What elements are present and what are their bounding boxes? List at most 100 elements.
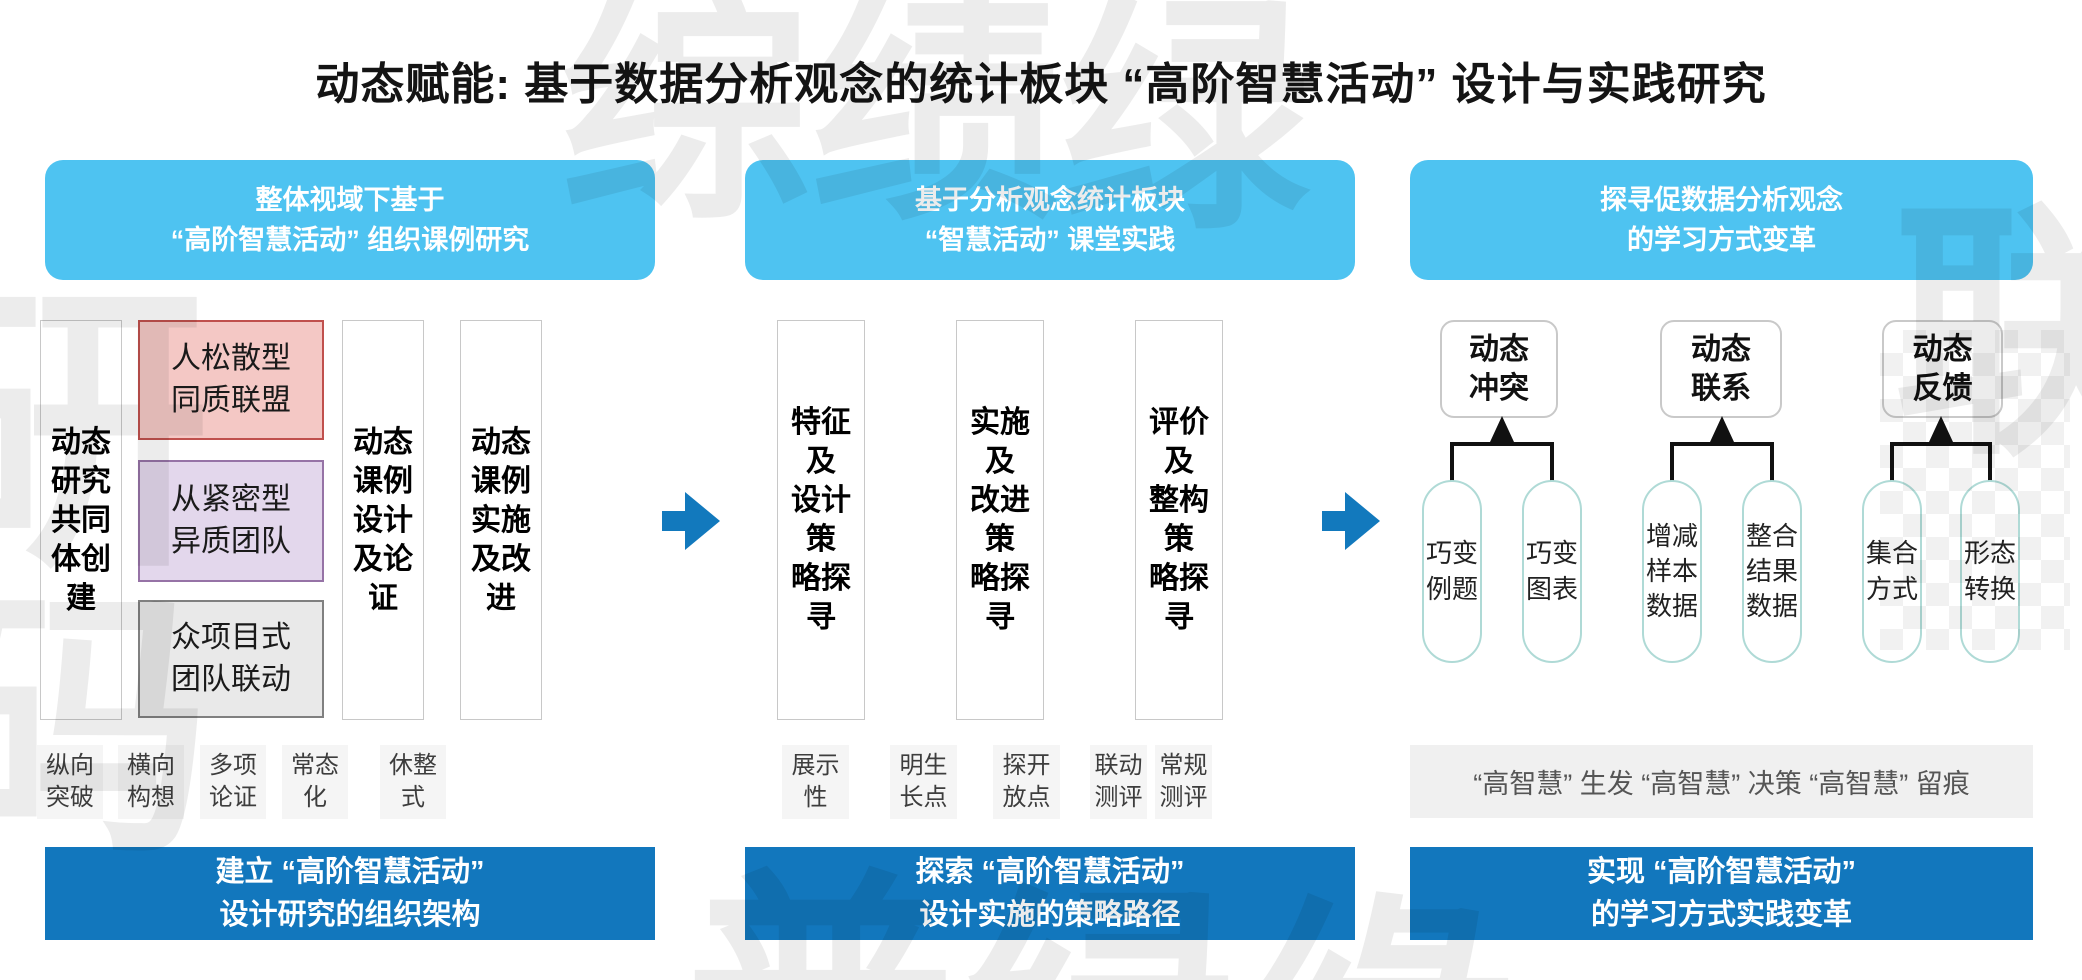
line: 构想 xyxy=(127,784,175,811)
s3-pill-adjust-sample-data: 增减 样本 数据 xyxy=(1642,480,1702,663)
section3-footer-bar: 实现 “高阶智慧活动” 的学习方式实践变革 xyxy=(1410,847,2033,940)
line: 联系 xyxy=(1691,372,1751,405)
line: 横向 xyxy=(127,751,175,779)
flow-arrow-right-icon xyxy=(662,492,720,550)
line: 形态 xyxy=(1963,538,2016,569)
header-line: 探寻促数据分析观念 xyxy=(1600,184,1843,215)
line: 例题 xyxy=(1425,573,1478,604)
line: 从紧密型 xyxy=(171,483,291,516)
section3-header: 探寻促数据分析观念 的学习方式变革 xyxy=(1410,160,2033,280)
s1-label-rest-style: 休整 式 xyxy=(380,745,446,819)
line: 休整 xyxy=(389,751,437,779)
line: 转换 xyxy=(1963,573,2016,604)
line: 探开 xyxy=(1002,751,1051,779)
line: 动态 xyxy=(471,425,531,459)
line: 常规 xyxy=(1159,751,1208,779)
line: 动态 xyxy=(1912,333,1973,366)
line: 特征及 xyxy=(791,406,851,478)
line: 展示 xyxy=(791,751,840,779)
line: 证 xyxy=(368,581,398,615)
line: 课例 xyxy=(353,464,413,498)
line: 实施及 xyxy=(970,406,1030,478)
line: 样本 xyxy=(1645,555,1698,586)
flow-arrow-right-icon xyxy=(1322,492,1380,550)
line: 评价及 xyxy=(1149,406,1209,478)
s2-label-linked-assessment: 联动 测评 xyxy=(1090,745,1147,819)
s2-label-regular-assessment: 常规 测评 xyxy=(1155,745,1212,819)
line: 结果 xyxy=(1745,555,1798,586)
page-title: 动态赋能: 基于数据分析观念的统计板块 “高阶智慧活动” 设计与实践研究 xyxy=(315,60,1767,109)
line: 共同 xyxy=(51,503,111,537)
line: 略探寻 xyxy=(970,562,1030,634)
team-box-project-linkage: 众项目式 团队联动 xyxy=(138,600,324,718)
line: 方式 xyxy=(1865,573,1918,604)
line: 化 xyxy=(303,784,327,811)
line: 放点 xyxy=(1002,784,1051,811)
line: 整构策 xyxy=(1149,484,1209,556)
s2-label-display: 展示 性 xyxy=(782,745,849,819)
line: 设计策 xyxy=(791,484,851,556)
s2-box-evaluate-restructure-strategy: 评价及 整构策 略探寻 xyxy=(1135,320,1223,720)
team-box-loose-alliance: 人松散型 同质联盟 xyxy=(138,320,324,440)
line: 人松散型 xyxy=(171,342,291,375)
line: 巧变 xyxy=(1425,538,1478,569)
line: 探索 “高阶智慧活动” xyxy=(915,856,1185,889)
section2-header: 基于分析观念统计板块 “智慧活动” 课堂实践 xyxy=(745,160,1355,280)
line: 集合 xyxy=(1865,538,1918,569)
line: 设计研究的组织架构 xyxy=(219,898,481,931)
line: 设计 xyxy=(353,503,413,537)
line: 动态 xyxy=(1691,333,1751,366)
s3-topbox-dynamic-feedback: 动态 反馈 xyxy=(1882,320,2003,418)
s1-label-horizontal-concept: 横向 构想 xyxy=(118,745,184,819)
line: 性 xyxy=(803,784,828,811)
line: 纵向 xyxy=(46,751,94,779)
s3-topbox-dynamic-conflict: 动态 冲突 xyxy=(1440,320,1558,418)
s3-pill-form-transform: 形态 转换 xyxy=(1960,480,2020,663)
header-line: 基于分析观念统计板块 xyxy=(915,184,1185,215)
line: 冲突 xyxy=(1469,372,1529,405)
line: 突破 xyxy=(46,784,94,811)
line: 式 xyxy=(401,784,425,811)
section2-footer-bar: 探索 “高阶智慧活动” 设计实施的策略路径 xyxy=(745,847,1355,940)
line: 动态 xyxy=(353,425,413,459)
line: 动态 xyxy=(1469,333,1529,366)
header-line: 的学习方式变革 xyxy=(1627,225,1816,255)
line: 论证 xyxy=(209,784,257,811)
s3-topbox-dynamic-connection: 动态 联系 xyxy=(1660,320,1782,418)
s2-box-implement-improve-strategy: 实施及 改进策 略探寻 xyxy=(956,320,1044,720)
line: 略探寻 xyxy=(791,562,851,634)
line: 课例 xyxy=(471,464,531,498)
header-line: “高阶智慧活动” 组织课例研究 xyxy=(170,225,530,255)
line: 联动 xyxy=(1094,751,1143,779)
line: 整合 xyxy=(1745,520,1798,551)
line: 数据 xyxy=(1645,591,1698,622)
line: 改进策 xyxy=(970,484,1030,556)
line: 及论 xyxy=(353,542,413,576)
s3-pill-vary-charts: 巧变 图表 xyxy=(1522,480,1582,663)
line: 常态 xyxy=(291,751,339,779)
line: 异质团队 xyxy=(171,525,291,558)
line: 明生 xyxy=(899,751,948,779)
team-box-tight-team: 从紧密型 异质团队 xyxy=(138,460,324,582)
s3-pill-integrate-result-data: 整合 结果 数据 xyxy=(1742,480,1802,663)
header-line: “智慧活动” 课堂实践 xyxy=(924,225,1176,255)
line: 研究 xyxy=(51,464,111,498)
line: 实施 xyxy=(471,503,531,537)
s3-pill-vary-examples: 巧变 例题 xyxy=(1422,480,1482,663)
line: 同质联盟 xyxy=(171,384,291,417)
line: 略探寻 xyxy=(1149,562,1209,634)
line: 实现 “高阶智慧活动” xyxy=(1586,856,1857,889)
line: 多项 xyxy=(209,751,257,779)
line: 的学习方式实践变革 xyxy=(1590,898,1852,931)
line: 图表 xyxy=(1525,573,1578,604)
bracket-arrow-connector xyxy=(1670,416,1774,482)
bracket-arrow-connector xyxy=(1450,416,1554,482)
line: 建 xyxy=(66,581,96,615)
s1-label-multi-argument: 多项 论证 xyxy=(200,745,266,819)
line: 建立 “高阶智慧活动” xyxy=(215,856,485,889)
line: 及改 xyxy=(471,542,531,576)
line: 测评 xyxy=(1094,784,1143,811)
line: 众项目式 xyxy=(171,621,291,654)
header-line: 整体视域下基于 xyxy=(255,184,445,215)
